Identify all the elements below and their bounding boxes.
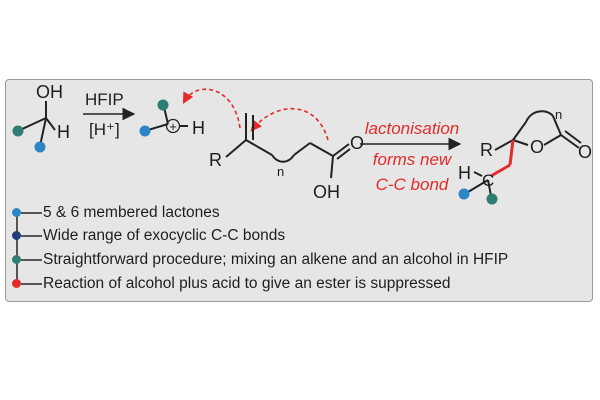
legend-text: 5 & 6 membered lactones <box>43 204 220 221</box>
arrow1-reagent-top: HFIP <box>85 90 124 109</box>
alcohol-oh-label: OH <box>36 82 63 102</box>
product-carbonyl-o: O <box>578 142 592 162</box>
navy-dot-icon <box>12 231 21 240</box>
alkenoic-acid-structure: R n O OH <box>209 113 364 202</box>
cation-teal-substituent <box>157 99 169 111</box>
alcohol-structure: OH H <box>12 82 70 153</box>
arrow1-reagent-bottom: [H⁺] <box>89 120 120 139</box>
cation-blue-substituent <box>139 125 151 137</box>
acid-carbonyl-o: O <box>350 133 364 153</box>
product-teal-substituent <box>486 193 498 205</box>
product-r-label: R <box>480 140 493 160</box>
legend-text: Wide range of exocyclic C-C bonds <box>43 227 286 244</box>
alcohol-blue-substituent <box>34 141 46 153</box>
new-cc-bond <box>508 139 515 166</box>
arrow2-label-line2: forms new <box>373 150 453 169</box>
acid-r-label: R <box>209 150 222 170</box>
acid-chain-n: n <box>277 164 284 179</box>
teal-dot-icon <box>12 255 21 264</box>
red-dot-icon <box>12 279 21 288</box>
arrow-hfip: HFIP [H⁺] <box>83 90 136 139</box>
product-hc-h: H <box>458 163 471 183</box>
legend-text: Straightforward procedure; mixing an alk… <box>43 251 509 268</box>
cation-charge: + <box>169 119 177 134</box>
curly-arrow-acid-to-alkene <box>250 107 329 141</box>
acid-oh-label: OH <box>313 182 340 202</box>
legend-text: Reaction of alcohol plus acid to give an… <box>43 275 451 292</box>
arrow2-label-line1: lactonisation <box>365 119 460 138</box>
summary-panel: OH H HFIP [H⁺] + H <box>5 79 593 302</box>
reaction-scheme: OH H HFIP [H⁺] + H <box>12 82 592 205</box>
product-hc-c: C <box>482 171 494 190</box>
product-blue-substituent <box>458 188 470 200</box>
arrow2-label-line3: C-C bond <box>376 175 449 194</box>
carbocation-structure: + H <box>139 99 205 138</box>
arrow-lactonisation: lactonisation forms new C-C bond <box>360 119 462 194</box>
legend-connector <box>16 212 18 281</box>
alcohol-teal-substituent <box>12 125 24 137</box>
product-ring-o: O <box>530 137 544 157</box>
blue-dot-icon <box>12 208 21 217</box>
new-cc-bond-2 <box>490 163 511 178</box>
alcohol-h-label: H <box>57 122 70 142</box>
lactone-product-structure: n R O O H C <box>458 107 592 205</box>
cation-h-label: H <box>192 118 205 138</box>
cation-charge-circle <box>165 118 181 134</box>
product-ring-n: n <box>555 107 562 122</box>
